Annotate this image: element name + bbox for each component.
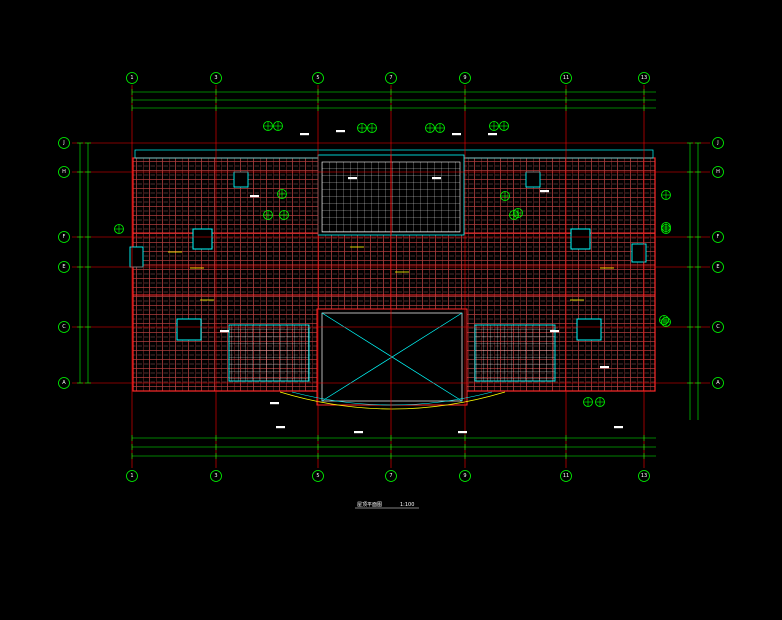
axis-right-J-label: J: [716, 140, 718, 146]
axis-right-H-label: H: [716, 169, 720, 175]
note-text-mark: [600, 366, 609, 369]
court-diagonal-b: [321, 312, 463, 402]
axis-top-7-circle: [385, 72, 397, 84]
note-text-mark: [452, 133, 461, 136]
axis-right-F-circle: [712, 231, 724, 243]
axis-left-J-circle: [58, 137, 70, 149]
dormer-3: [176, 318, 202, 341]
axis-right-H-circle: [712, 166, 724, 178]
axis-bottom-9-circle: [459, 470, 471, 482]
axis-top-11-circle: [560, 72, 572, 84]
note-text-mark: [220, 330, 229, 333]
dormer-1: [192, 228, 213, 250]
axis-top-13-circle: [638, 72, 650, 84]
note-text-mark: [614, 426, 623, 429]
note-text-mark: [550, 330, 559, 333]
axis-left-C-label: C: [62, 324, 66, 330]
axis-top-11-label: 11: [563, 75, 569, 81]
roof-body: [129, 149, 656, 410]
axis-right-F-label: F: [717, 234, 720, 240]
axis-left-H-label: H: [62, 169, 66, 175]
axis-top-9-circle: [459, 72, 471, 84]
note-text-mark: [488, 133, 497, 136]
axis-right-E-circle: [712, 261, 724, 273]
note-text-mark: [458, 431, 467, 434]
axis-top-9-label: 9: [463, 75, 466, 81]
axis-bottom-1-label: 1: [130, 473, 133, 479]
dormer-8: [631, 243, 647, 263]
axis-bottom-5-circle: [312, 470, 324, 482]
axis-top-5-circle: [312, 72, 324, 84]
note-text-mark: [270, 402, 279, 405]
dormer-5: [233, 171, 249, 188]
axis-bottom-7-label: 7: [389, 473, 392, 479]
axis-right-C-circle: [712, 321, 724, 333]
entry-canopy-inner: [291, 391, 493, 406]
axis-bottom-13-label: 13: [641, 473, 647, 479]
axis-left-F-circle: [58, 231, 70, 243]
axis-left-J-label: J: [62, 140, 64, 146]
drawing-title-block: 屋顶平面图 1:100: [355, 502, 419, 509]
note-text-mark: [432, 177, 441, 180]
axis-right-C-label: C: [716, 324, 720, 330]
drawing-title: 屋顶平面图: [357, 502, 382, 508]
axis-bottom-9-label: 9: [463, 473, 466, 479]
note-text-mark: [354, 431, 363, 434]
axis-bottom-5-label: 5: [316, 473, 319, 479]
axis-gridlines: [72, 85, 710, 468]
axis-right-A-label: A: [716, 380, 720, 386]
dormer-4: [576, 318, 602, 341]
entry-canopy: [279, 391, 506, 410]
axis-bottom-3-label: 3: [214, 473, 217, 479]
axis-right-J-circle: [712, 137, 724, 149]
axis-left-A-label: A: [62, 380, 66, 386]
axis-bottom-13-circle: [638, 470, 650, 482]
axis-right-E-label: E: [716, 264, 719, 270]
axis-bottom-3-circle: [210, 470, 222, 482]
dimension-lines: [77, 89, 701, 459]
axis-left-H-circle: [58, 166, 70, 178]
dormer-2: [570, 228, 591, 250]
axis-top-5-label: 5: [316, 75, 319, 81]
skylight-right: [474, 324, 556, 382]
axis-right-A-circle: [712, 377, 724, 389]
drawing-scale: 1:100: [400, 502, 414, 508]
detail-markers: [114, 121, 671, 434]
note-text-mark: [300, 133, 309, 136]
note-text-mark: [250, 195, 259, 198]
axis-left-F-label: F: [63, 234, 66, 240]
skylight-left: [228, 324, 310, 382]
dormer-6: [525, 171, 541, 188]
axis-left-C-circle: [58, 321, 70, 333]
axis-top-1-label: 1: [130, 75, 133, 81]
axis-bottom-11-label: 11: [563, 473, 569, 479]
note-text-mark: [336, 130, 345, 133]
axis-bottom-1-circle: [126, 470, 138, 482]
note-text-mark: [276, 426, 285, 429]
axis-top-7-label: 7: [389, 75, 392, 81]
axis-left-A-circle: [58, 377, 70, 389]
axis-top-13-label: 13: [641, 75, 647, 81]
axis-left-E-circle: [58, 261, 70, 273]
axis-bottom-11-circle: [560, 470, 572, 482]
axis-top-1-circle: [126, 72, 138, 84]
note-text-mark: [540, 190, 549, 193]
axis-bottom-7-circle: [385, 470, 397, 482]
axis-left-E-label: E: [62, 264, 65, 270]
axis-top-3-circle: [210, 72, 222, 84]
note-text-mark: [348, 177, 357, 180]
axis-top-3-label: 3: [214, 75, 217, 81]
court-inner: [321, 312, 463, 402]
